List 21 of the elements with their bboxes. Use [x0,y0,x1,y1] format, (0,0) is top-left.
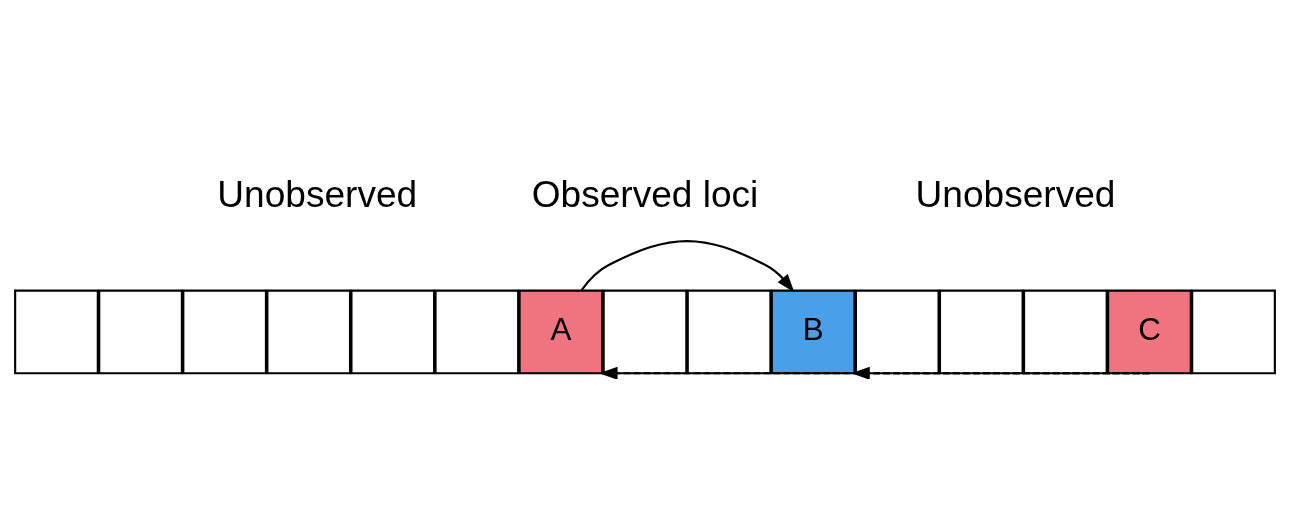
node-box [98,289,183,374]
node-box [854,289,940,374]
label: Unobserved [217,172,418,215]
node-box [1022,289,1108,374]
node-box: A [518,289,604,374]
node-box [602,289,688,374]
node-box [182,289,267,374]
label: Observed loci [531,172,759,215]
node-box: B [770,289,856,374]
node-box [266,289,352,374]
arrow [599,366,1150,379]
node-box [350,289,436,374]
node-box [14,289,99,374]
node-box: C [1107,289,1192,374]
node-box [1191,289,1276,374]
node-box [938,289,1024,374]
arrow [851,366,1150,379]
label: Unobserved [915,172,1116,215]
node-box [686,289,772,374]
node-box [434,289,520,374]
arrow [580,239,795,293]
